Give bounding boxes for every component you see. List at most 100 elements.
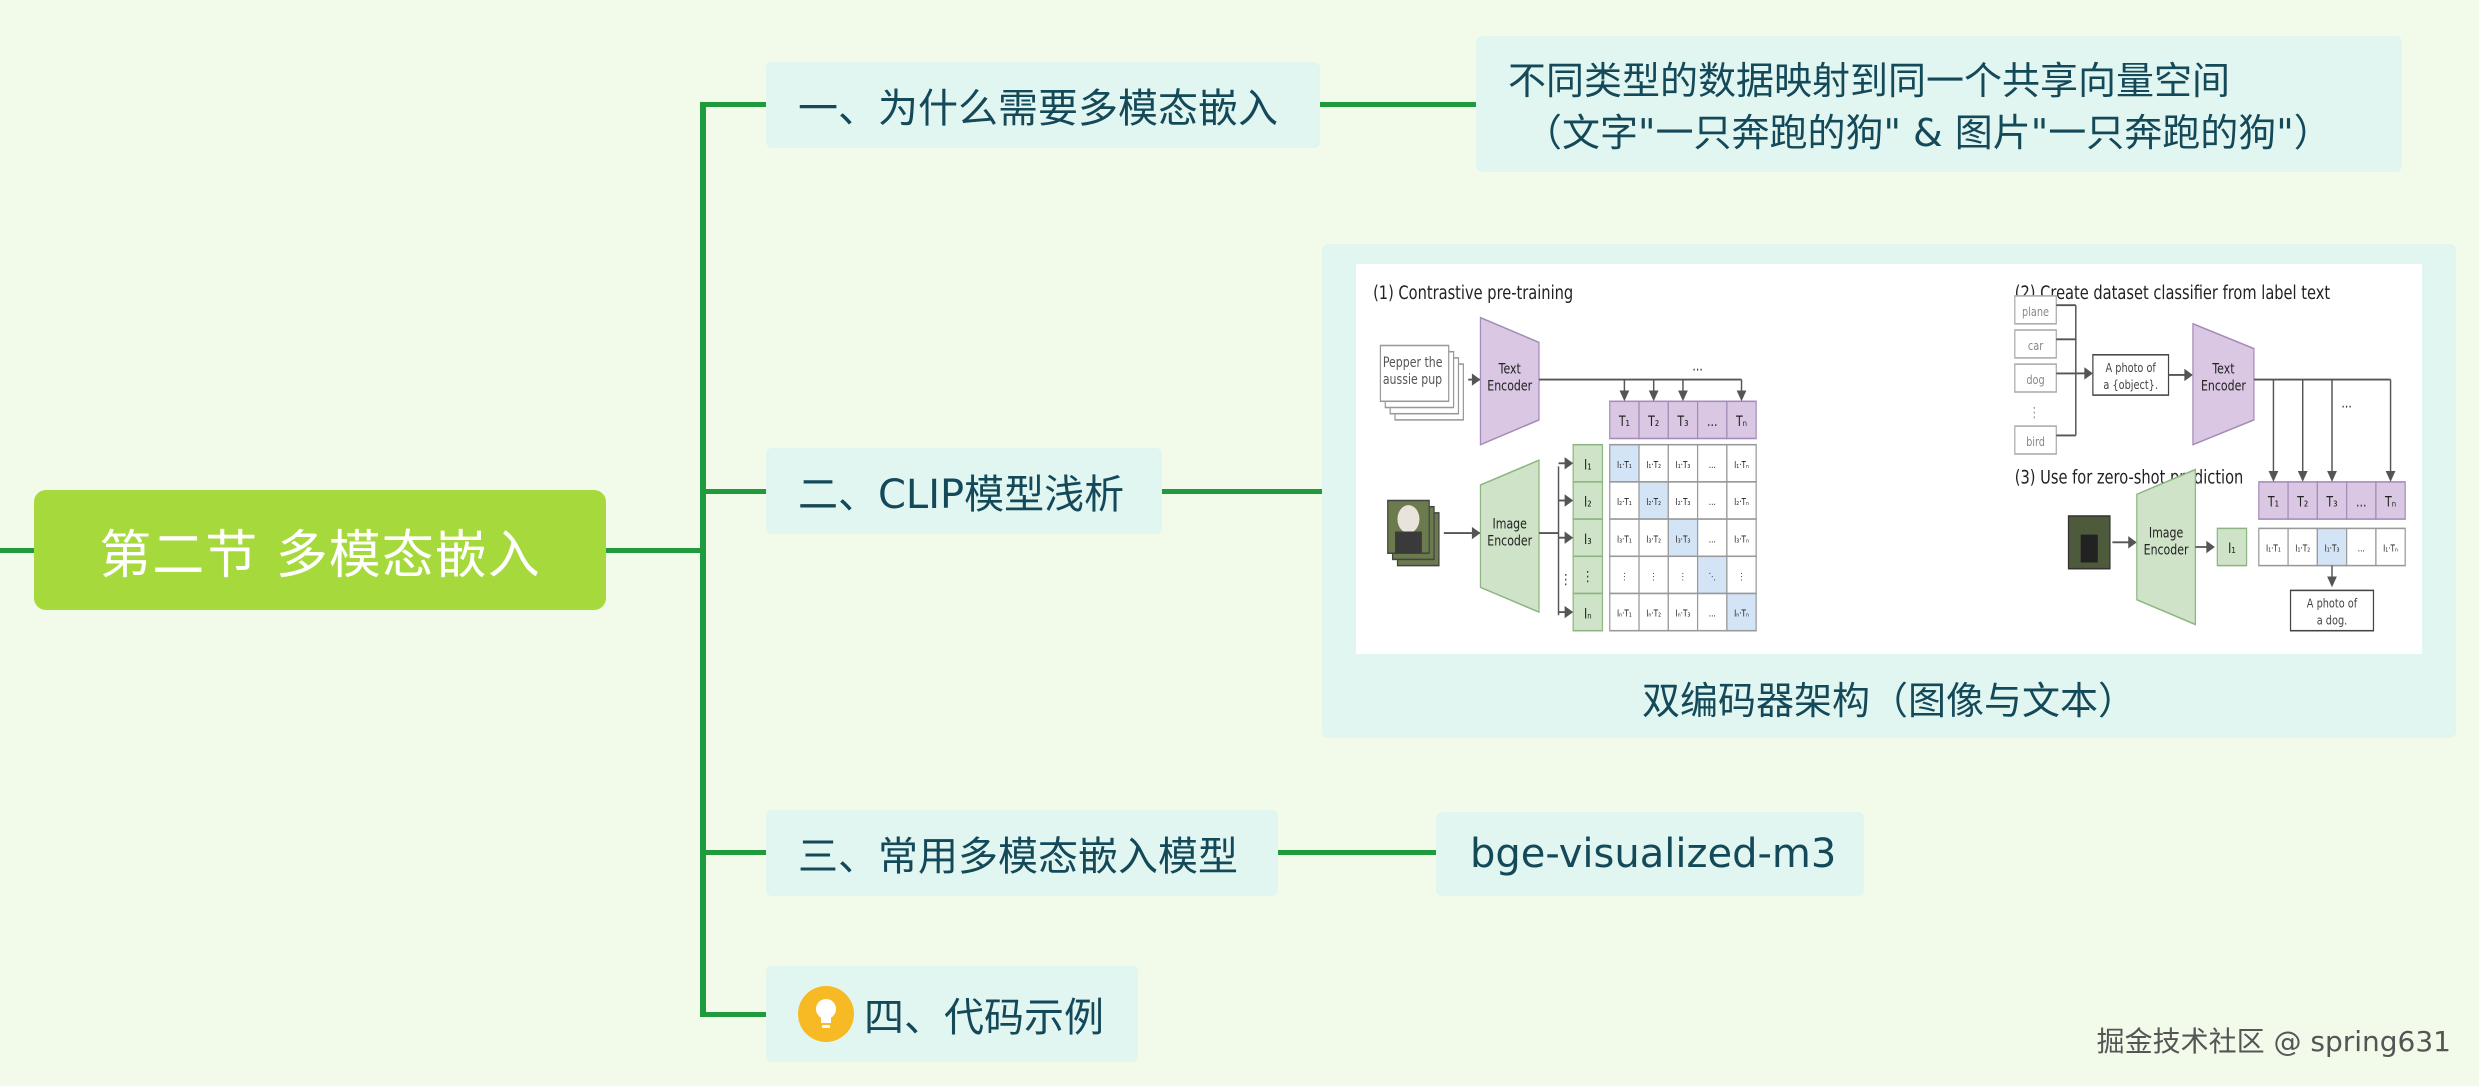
zero-shot-value: I₁·T₃ bbox=[2325, 543, 2340, 554]
i-label: I₃ bbox=[1584, 531, 1592, 548]
branch-why-multimodal[interactable]: 一、为什么需要多模态嵌入 bbox=[766, 62, 1320, 148]
matrix-value: I₃·Tₙ bbox=[1734, 533, 1749, 544]
leaf-bge-model[interactable]: bge-visualized-m3 bbox=[1436, 812, 1864, 896]
leaf-why-description: 不同类型的数据映射到同一个共享向量空间 （文字"一只奔跑的狗" & 图片"一只奔… bbox=[1476, 36, 2402, 172]
matrix-value: ... bbox=[1709, 459, 1716, 470]
t-label: Tₙ bbox=[1735, 413, 1747, 430]
arrow-head bbox=[1564, 531, 1574, 544]
arrow-head bbox=[2268, 471, 2279, 482]
lightbulb-icon bbox=[798, 986, 854, 1042]
result-line: A photo of bbox=[2307, 596, 2358, 610]
t-label: T₁ bbox=[2267, 493, 2279, 510]
branch-label: 一、为什么需要多模态嵌入 bbox=[798, 86, 1278, 132]
i-cell bbox=[2216, 527, 2248, 567]
text-input-line: Pepper the bbox=[1383, 354, 1443, 371]
matrix-value: I₂·T₂ bbox=[1646, 496, 1661, 507]
t-cell bbox=[1696, 400, 1728, 440]
i-label: Iₙ bbox=[1584, 605, 1592, 622]
branch-4-connector bbox=[700, 1012, 766, 1017]
ellipsis-label: ... bbox=[2341, 394, 2351, 411]
branch-clip-analysis[interactable]: 二、CLIP模型浅析 bbox=[766, 448, 1162, 534]
text-encoder-label: Encoder bbox=[1487, 377, 1533, 394]
image-encoder-label: Image bbox=[2149, 524, 2184, 541]
matrix-value: ... bbox=[1709, 533, 1716, 544]
leaf-line-2: （文字"一只奔跑的狗" & 图片"一只奔跑的狗"） bbox=[1524, 111, 2332, 155]
class-label: plane bbox=[2022, 305, 2049, 319]
t-label: T₁ bbox=[1618, 413, 1630, 430]
branch-label: 四、代码示例 bbox=[864, 995, 1104, 1041]
matrix-value: I₂·T₁ bbox=[1617, 496, 1632, 507]
class-label: bird bbox=[2026, 435, 2045, 449]
t-cell bbox=[2287, 481, 2318, 520]
root-title: 第二节 多模态嵌入 bbox=[99, 525, 541, 586]
matrix-value: I₁·T₃ bbox=[1676, 459, 1691, 470]
matrix-cell bbox=[1609, 443, 1640, 483]
image-encoder-label: Encoder bbox=[2144, 541, 2190, 558]
i-cell bbox=[1572, 443, 1604, 483]
t-label: ... bbox=[2356, 493, 2366, 510]
image-encoder-shape bbox=[2136, 468, 2196, 626]
model-name: bge-visualized-m3 bbox=[1470, 831, 1837, 877]
clip-architecture-diagram: (1) Contrastive pre-training(2) Create d… bbox=[1373, 281, 2406, 632]
zero-shot-value: I₁·T₂ bbox=[2295, 543, 2310, 554]
matrix-value: ... bbox=[1709, 496, 1716, 507]
text-encoder-label: Text bbox=[1498, 360, 1521, 377]
matrix-value: Iₙ·T₃ bbox=[1676, 608, 1691, 619]
t-cell bbox=[1726, 400, 1757, 440]
panel-3-title: (3) Use for zero-shot prediction bbox=[2015, 466, 2244, 488]
matrix-value: ⋮ bbox=[1621, 571, 1628, 582]
text-encoder-shape bbox=[1479, 316, 1540, 446]
arrow-head bbox=[1471, 373, 1481, 386]
arrow-head bbox=[1564, 494, 1574, 507]
branch-1-connector bbox=[700, 102, 766, 107]
text-input-card bbox=[1379, 344, 1450, 403]
zero-shot-cell bbox=[2316, 527, 2348, 567]
arrow-head bbox=[1678, 390, 1688, 402]
matrix-value: I₃·T₃ bbox=[1676, 533, 1691, 544]
matrix-cell bbox=[1638, 555, 1669, 595]
ellipsis-label: ... bbox=[1692, 357, 1702, 374]
class-label: car bbox=[2028, 339, 2044, 353]
zero-shot-value: I₁·T₁ bbox=[2266, 543, 2281, 554]
arrow-head bbox=[1648, 390, 1659, 402]
class-label-box bbox=[2014, 363, 2057, 393]
prompt-line: a {object}. bbox=[2103, 378, 2158, 392]
matrix-value: I₁·T₁ bbox=[1617, 459, 1632, 470]
matrix-value: I₁·Tₙ bbox=[1734, 459, 1749, 470]
watermark: 掘金技术社区 @ spring631 bbox=[2096, 1025, 2451, 1058]
text-input-line: aussie pup bbox=[1383, 371, 1442, 388]
matrix-cell bbox=[1667, 443, 1699, 483]
i-label: I₁ bbox=[1584, 456, 1592, 473]
root-right-connector bbox=[606, 548, 702, 553]
leaf-clip-figure: (1) Contrastive pre-training(2) Create d… bbox=[1322, 244, 2456, 738]
matrix-value: ⋮ bbox=[1738, 571, 1745, 582]
branch-label: 二、CLIP模型浅析 bbox=[798, 472, 1125, 518]
branch-spine bbox=[700, 102, 706, 1017]
t-cell bbox=[2258, 481, 2289, 520]
matrix-value: ⋮ bbox=[1650, 571, 1657, 582]
zero-shot-value: I₁·Tₙ bbox=[2383, 543, 2398, 554]
t-label: T₃ bbox=[1677, 413, 1689, 430]
matrix-cell bbox=[1726, 592, 1757, 632]
image-encoder-shape bbox=[1479, 459, 1540, 614]
zero-shot-value: ... bbox=[2358, 543, 2365, 554]
i-label: ⋮ bbox=[1582, 568, 1593, 585]
arrow-head bbox=[2297, 471, 2308, 482]
clip-figure-panel: (1) Contrastive pre-training(2) Create d… bbox=[1356, 264, 2422, 654]
arrow-head bbox=[1564, 457, 1574, 470]
clip-figure-content: (1) Contrastive pre-training(2) Create d… bbox=[1373, 281, 2406, 632]
dog-image-detail bbox=[1397, 505, 1420, 534]
class-label-box bbox=[2014, 329, 2057, 359]
matrix-cell bbox=[1638, 518, 1669, 558]
branch-code-example[interactable]: 四、代码示例 bbox=[766, 966, 1138, 1062]
dog-image-detail bbox=[2080, 534, 2098, 563]
matrix-value: ⋮ bbox=[1679, 571, 1686, 582]
arrow-head bbox=[1471, 526, 1481, 540]
matrix-cell bbox=[1609, 555, 1640, 595]
root-node[interactable]: 第二节 多模态嵌入 bbox=[34, 490, 606, 610]
branch-common-models[interactable]: 三、常用多模态嵌入模型 bbox=[766, 810, 1278, 896]
arrow-head bbox=[2206, 540, 2215, 554]
arrow-head bbox=[2327, 471, 2337, 482]
leaf-line-1: 不同类型的数据映射到同一个共享向量空间 bbox=[1508, 59, 2231, 103]
matrix-cell bbox=[1726, 443, 1757, 483]
